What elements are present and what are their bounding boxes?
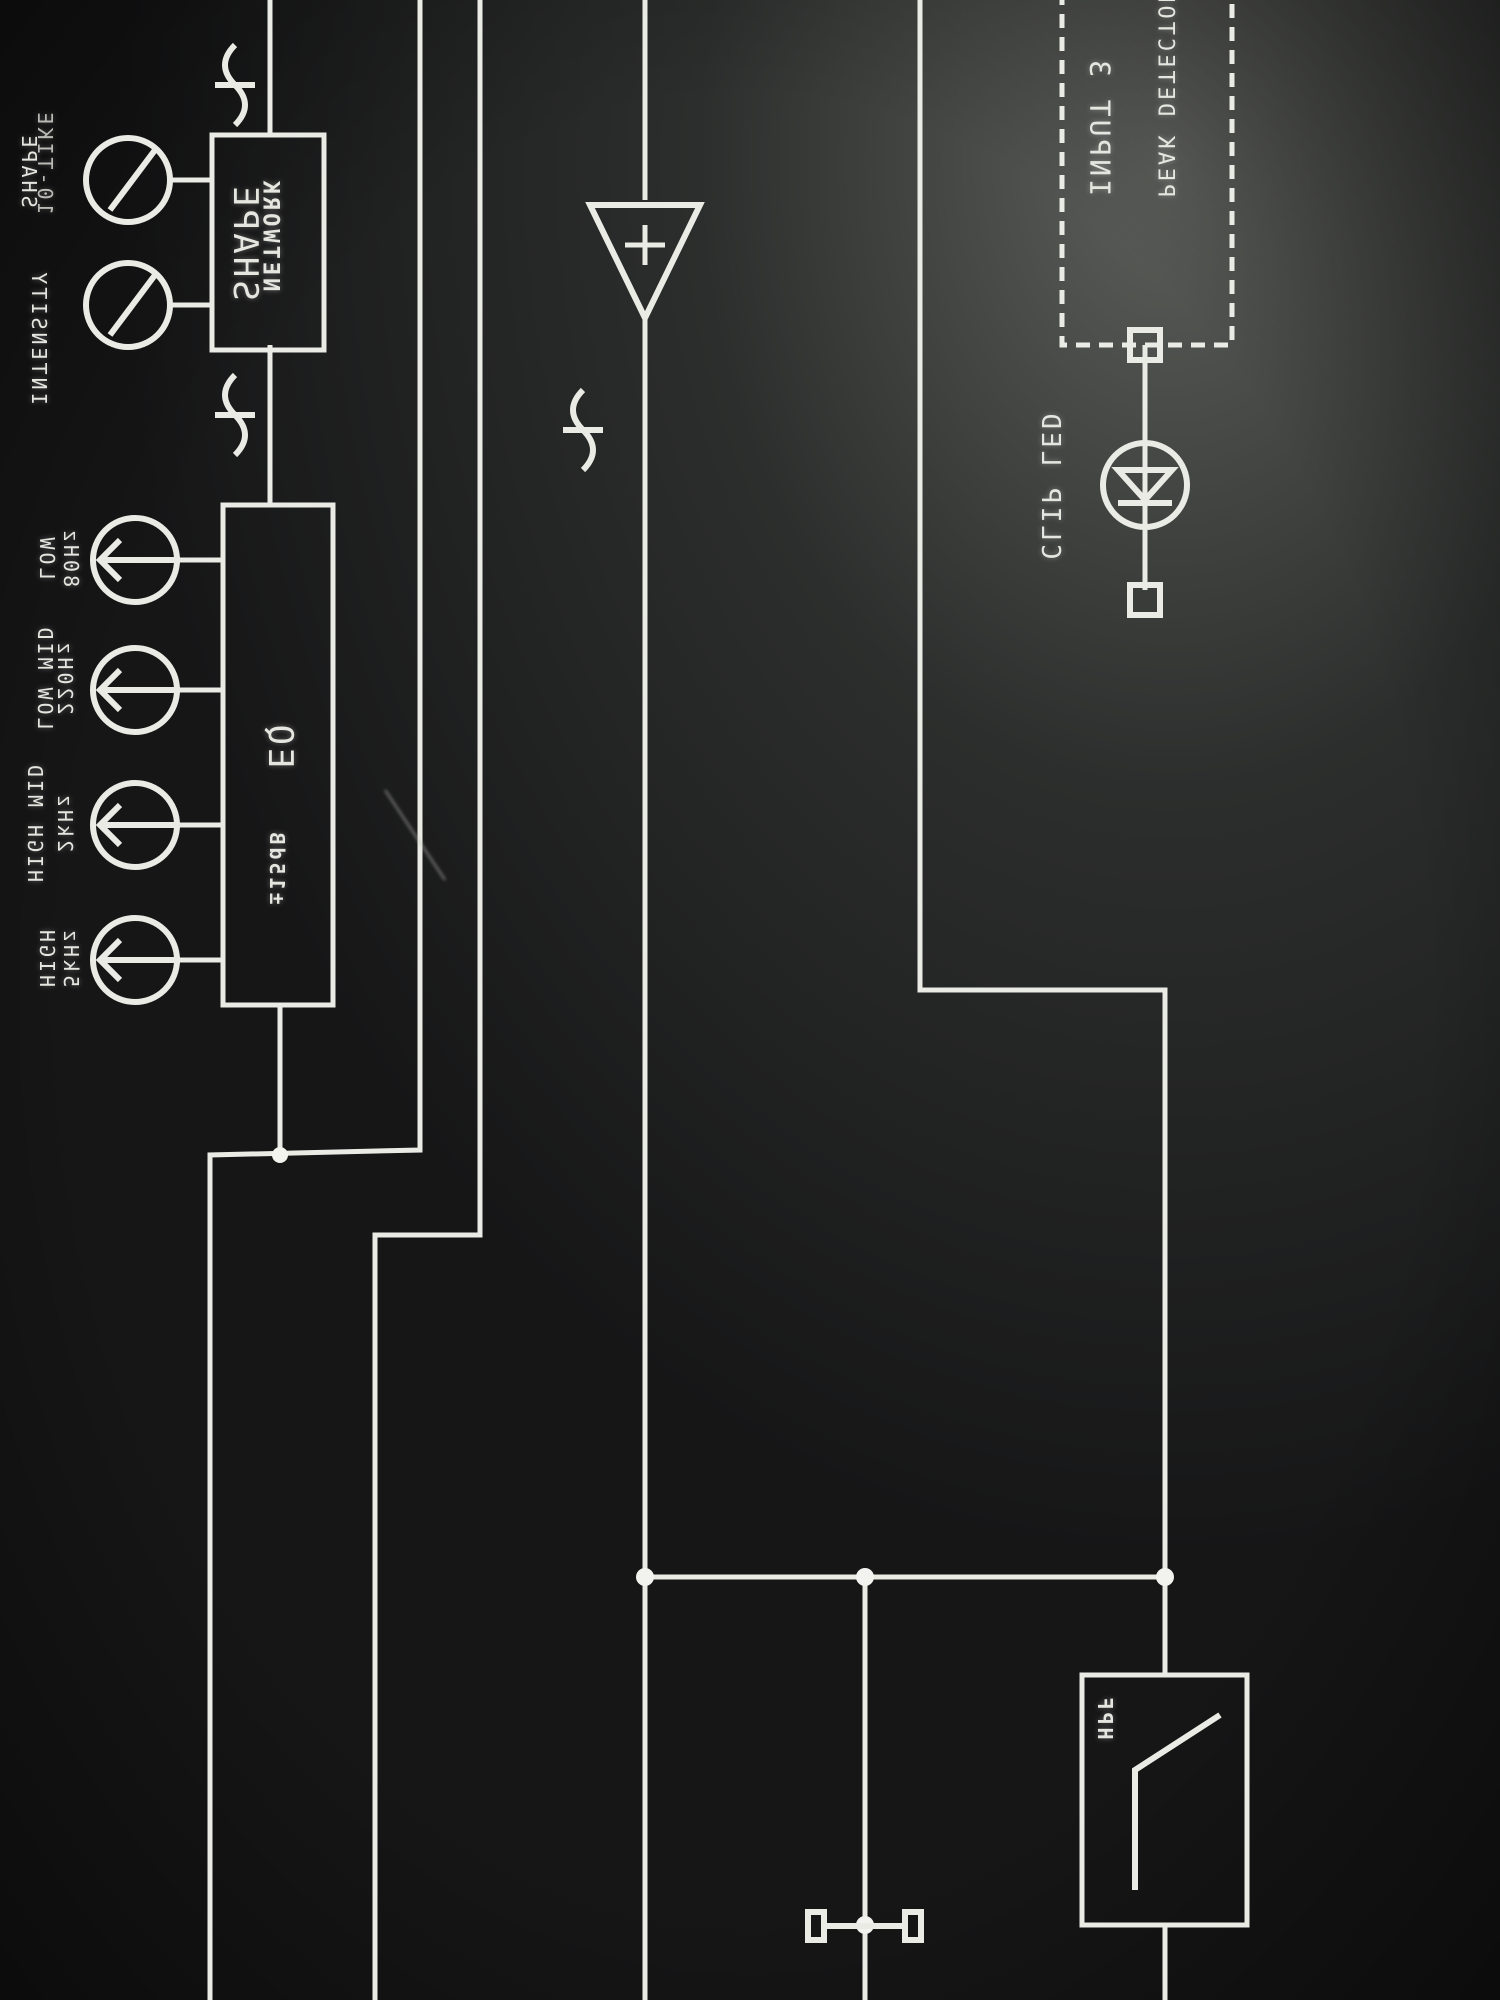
- shape-knob: [83, 135, 212, 225]
- clip-led-label: CLIP LED: [1035, 410, 1065, 560]
- hpf-label: HPF: [1093, 1694, 1117, 1740]
- eq-low-knob: [90, 515, 223, 605]
- hpf-box: [1079, 1672, 1250, 1928]
- network-shape-name: SHAPE: [225, 183, 265, 301]
- intensity-knob-label: INTENSITY: [27, 269, 51, 405]
- eq-high-mid-label: HIGH MID: [23, 761, 47, 883]
- network-shape-box: [209, 132, 327, 353]
- shape-knob-sublabel: 10-TIKE: [33, 109, 57, 215]
- diode-led-icon: [1100, 327, 1190, 618]
- eq-high-mid-knob: [90, 780, 223, 870]
- eq-high-knob: [90, 915, 223, 1005]
- eq-box: [220, 502, 336, 1008]
- eq-low-label: LOW: [35, 534, 59, 580]
- peak-detector-title: PEAK DETECTOR: [1152, 0, 1178, 198]
- eq-high-mid-freq: 2kHz: [53, 791, 77, 853]
- eq-high-freq: 5kHz: [59, 926, 83, 988]
- eq-low-mid-freq: 220Hz: [53, 639, 77, 715]
- hpf-curve-icon: [1132, 1712, 1222, 1890]
- intensity-knob: [83, 260, 212, 350]
- eq-low-mid-knob: [90, 645, 223, 735]
- peak-detector-input: INPUT 3: [1083, 57, 1117, 197]
- eq-name: EQ: [260, 721, 300, 769]
- eq-gain: ±15dB: [265, 829, 289, 905]
- tilde-icon: [215, 42, 603, 473]
- triangle-amp-icon: [585, 202, 705, 325]
- eq-high-label: HIGH: [35, 926, 59, 988]
- connector-icon: [805, 1909, 924, 1943]
- eq-low-freq: 80Hz: [59, 526, 83, 588]
- peak-detector-box: [1059, 0, 1235, 348]
